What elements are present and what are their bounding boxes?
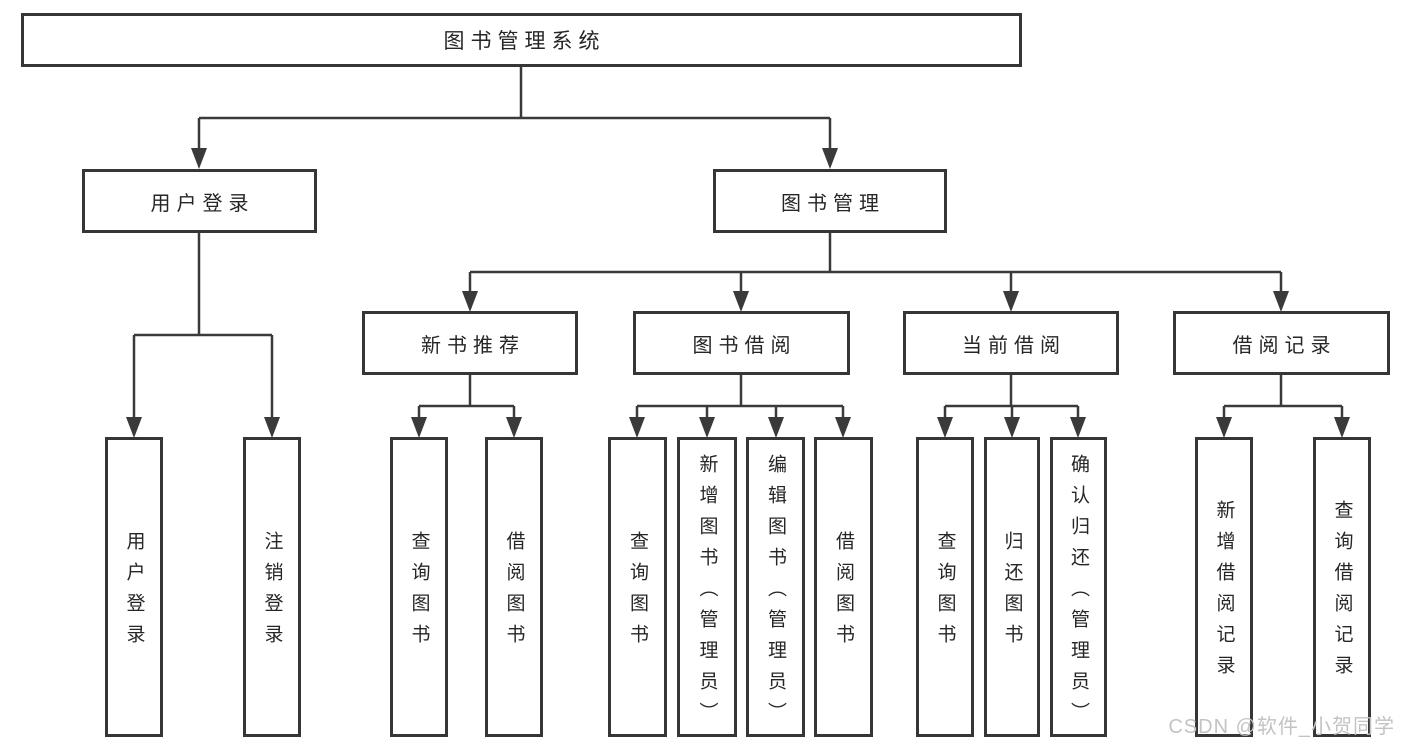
node-current-borrowing: 当前借阅 xyxy=(903,311,1119,375)
node-new-book-recommendation: 新书推荐 xyxy=(362,311,578,375)
connector-bookmgmt-to-level3 xyxy=(468,233,1283,298)
connector-borrowrec-to-leaves xyxy=(1222,375,1344,424)
node-book-borrowing: 图书借阅 xyxy=(633,311,850,375)
arrowheads-level3 xyxy=(462,291,1289,312)
connector-userlogin-to-leaves xyxy=(132,233,274,424)
leaf-user-login: 用户登录 xyxy=(105,437,163,737)
node-library-management-system: 图书管理系统 xyxy=(21,13,1022,67)
leaf-newbooks-query-books: 查询图书 xyxy=(390,437,448,737)
csdn-watermark: CSDN @软件_小贺同学 xyxy=(1168,716,1395,738)
leaf-newbooks-borrow-books: 借阅图书 xyxy=(485,437,543,737)
connector-newbooks-to-leaves xyxy=(417,375,516,424)
leaf-borrowing-add-books-admin: 新增图书（管理员） xyxy=(677,437,737,737)
connector-curborrow-to-leaves xyxy=(943,375,1080,424)
arrowheads-leaves xyxy=(126,417,1350,438)
leaf-borrowing-borrow-books: 借阅图书 xyxy=(814,437,873,737)
leaf-current-confirm-return-admin: 确认归还（管理员） xyxy=(1050,437,1107,737)
node-book-management: 图书管理 xyxy=(713,169,947,233)
leaf-records-add-borrow-record: 新增借阅记录 xyxy=(1195,437,1253,737)
leaf-borrowing-edit-books-admin: 编辑图书（管理员） xyxy=(746,437,805,737)
node-borrowing-records: 借阅记录 xyxy=(1173,311,1390,375)
leaf-records-query-borrow-record: 查询借阅记录 xyxy=(1313,437,1371,737)
node-user-login: 用户登录 xyxy=(82,169,317,233)
leaf-current-return-books: 归还图书 xyxy=(984,437,1040,737)
connector-bookborrow-to-leaves xyxy=(635,375,845,424)
leaf-logout: 注销登录 xyxy=(243,437,301,737)
leaf-current-query-books: 查询图书 xyxy=(916,437,974,737)
leaf-borrowing-query-books: 查询图书 xyxy=(608,437,667,737)
arrowheads-level2 xyxy=(191,148,838,169)
connector-root-to-level2 xyxy=(197,67,832,155)
